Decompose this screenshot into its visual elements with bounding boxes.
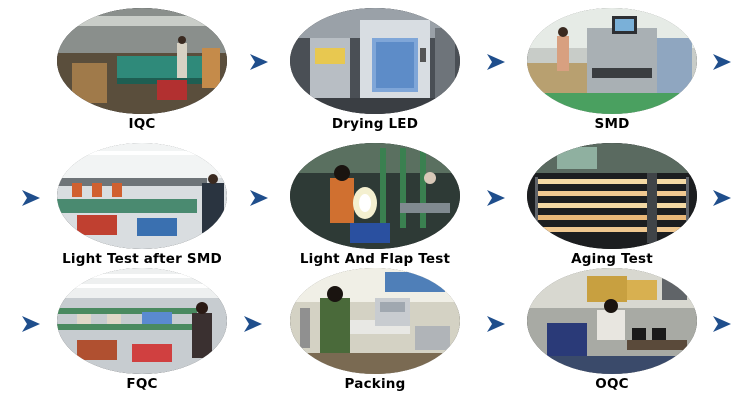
step-label-light-and-flap-test: Light And Flap Test bbox=[299, 251, 451, 267]
flap-test-scene bbox=[290, 143, 460, 249]
drying-oven-scene bbox=[290, 8, 460, 114]
step-label-oqc: OQC bbox=[595, 376, 629, 392]
step-label-light-test-after-smd: Light Test after SMD bbox=[62, 251, 222, 267]
step-card-light-and-flap-test: Light And Flap Test bbox=[290, 143, 460, 271]
chevron-right-icon bbox=[250, 190, 268, 206]
chevron-right-icon bbox=[487, 316, 505, 332]
step-label-smd: SMD bbox=[594, 116, 630, 132]
final-inspection-line-scene bbox=[57, 268, 227, 374]
step-label-drying-led: Drying LED bbox=[331, 116, 419, 132]
step-card-oqc: OQC bbox=[527, 268, 697, 396]
packing-station-scene bbox=[290, 268, 460, 374]
chevron-right-icon bbox=[713, 316, 731, 332]
inspection-floor-scene bbox=[57, 8, 227, 114]
step-label-packing: Packing bbox=[344, 376, 406, 392]
step-card-fqc: FQC bbox=[57, 268, 227, 396]
chevron-right-icon bbox=[250, 54, 268, 70]
outgoing-inspection-scene bbox=[527, 268, 697, 374]
step-label-iqc: IQC bbox=[128, 116, 156, 132]
step-card-light-test-after-smd: Light Test after SMD bbox=[57, 143, 227, 271]
step-card-packing: Packing bbox=[290, 268, 460, 396]
step-card-drying-led: Drying LED bbox=[290, 8, 460, 136]
aging-rack-scene bbox=[527, 143, 697, 249]
chevron-right-icon bbox=[487, 54, 505, 70]
step-label-fqc: FQC bbox=[126, 376, 158, 392]
chevron-right-icon bbox=[713, 54, 731, 70]
step-card-aging-test: Aging Test bbox=[527, 143, 697, 271]
step-card-iqc: IQC bbox=[57, 8, 227, 136]
chevron-right-icon bbox=[22, 316, 40, 332]
chevron-right-icon bbox=[244, 316, 262, 332]
chevron-right-icon bbox=[22, 190, 40, 206]
step-card-smd: SMD bbox=[527, 8, 697, 136]
light-test-bench-scene bbox=[57, 143, 227, 249]
chevron-right-icon bbox=[713, 190, 731, 206]
smd-machine-scene bbox=[527, 8, 697, 114]
step-label-aging-test: Aging Test bbox=[571, 251, 653, 267]
chevron-right-icon bbox=[487, 190, 505, 206]
